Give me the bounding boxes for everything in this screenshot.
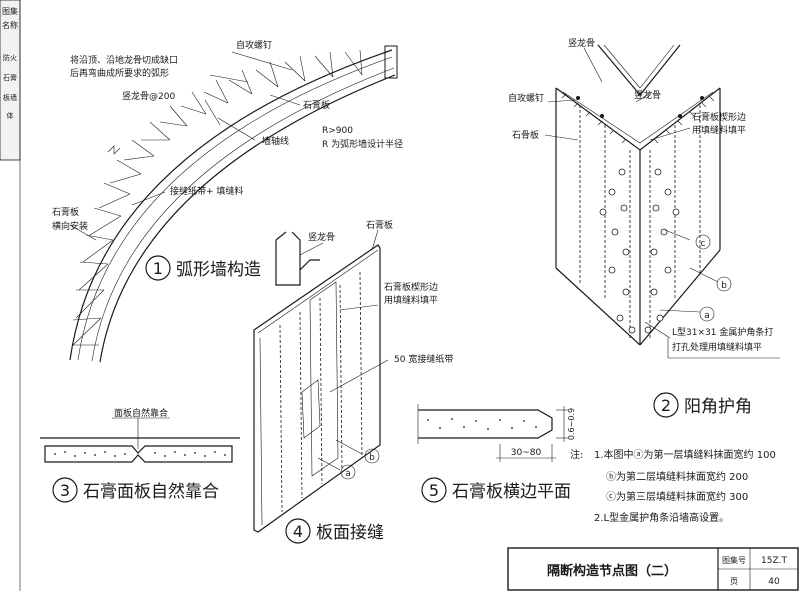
corner-board-hatch bbox=[561, 93, 715, 144]
fig5-title: 石膏板横边平面 bbox=[452, 481, 571, 502]
side-strip: 图集 名称 防火 石膏 板墙 体 bbox=[0, 0, 21, 591]
side-strip-line: 防火 bbox=[3, 53, 17, 62]
title-block-atlas-label: 图集号 bbox=[722, 555, 746, 565]
fig2-label-wedge-2: 用填缝料填平 bbox=[692, 124, 746, 136]
fig2-label-stud: 竖龙骨 bbox=[568, 37, 595, 49]
fig2-number: 2 bbox=[661, 396, 671, 415]
figure-4-leaders bbox=[299, 229, 389, 471]
fig1-label-board-h1: 石膏板 bbox=[52, 206, 79, 218]
fig2-label-corner-1: L型31×31 金属护角条打 bbox=[672, 326, 773, 338]
fig4-label-b: b bbox=[369, 453, 375, 463]
fig3-title: 石膏面板自然靠合 bbox=[83, 481, 219, 502]
fig1-label-axis: 墙轴线 bbox=[262, 135, 289, 147]
joint-stud bbox=[275, 240, 320, 286]
fig2-label-c: c bbox=[701, 239, 706, 249]
fig1-label-screw: 自攻螺钉 bbox=[236, 39, 272, 51]
figure-5-board-edge: 0.6~0.9 30~80 5 石膏板横边平面 bbox=[417, 404, 576, 503]
title-block: 隔断构造节点图（二） 图集号 15Z.T 页 40 bbox=[507, 547, 799, 591]
title-block-page-label: 页 bbox=[730, 577, 738, 586]
side-strip-line: 图集 bbox=[2, 6, 18, 16]
title-block-title: 隔断构造节点图（二） bbox=[547, 563, 677, 579]
fig5-dim-vertical: 0.6~0.9 bbox=[567, 408, 576, 440]
fig3-number: 3 bbox=[60, 481, 70, 500]
fig2-label-a: a bbox=[704, 311, 710, 321]
fig1-label-cut-1: 将沿顶、沿地龙骨切成缺口 bbox=[70, 54, 178, 66]
fig2-label-screw: 自攻螺钉 bbox=[508, 92, 544, 104]
fig4-label-board: 石膏板 bbox=[366, 219, 393, 231]
fig4-number: 4 bbox=[293, 522, 303, 541]
fig5-number: 5 bbox=[429, 481, 439, 500]
fig2-number-circle bbox=[653, 392, 679, 418]
fig1-label-joint: 接缝纸带+ 填缝料 bbox=[170, 185, 243, 197]
curved-wall-inner-edge bbox=[99, 74, 396, 363]
butt-joint-fill-dots bbox=[54, 451, 226, 457]
figure-3-natural-butt: 面板自然靠合 3 石膏面板自然靠合 bbox=[40, 407, 240, 503]
board-edge-profile bbox=[418, 409, 553, 439]
notes-line-4: 2.L型金属护角条沿墙高设置。 bbox=[594, 511, 729, 524]
side-strip-line: 石膏 bbox=[3, 73, 17, 82]
title-block-atlas-value: 15Z.T bbox=[761, 556, 787, 566]
fig1-label-r2: R 为弧形墙设计半径 bbox=[322, 138, 403, 150]
corner-stud-top bbox=[597, 44, 681, 96]
fig4-label-a: a bbox=[345, 469, 351, 479]
fig1-number: 1 bbox=[153, 259, 163, 278]
fig1-label-stud: 竖龙骨@200 bbox=[122, 90, 175, 102]
fig4-label-wedge-2: 用填缝料填平 bbox=[384, 294, 438, 306]
fig2-label-stud2: 竖龙骨 bbox=[634, 89, 661, 101]
butt-joint-boards bbox=[44, 445, 233, 463]
fig2-label-corner-2: 打孔处理用填缝料填平 bbox=[672, 341, 762, 353]
corner-bead-holes bbox=[599, 168, 680, 334]
fig2-label-wedge-1: 石膏板楔形边 bbox=[692, 111, 746, 123]
fig1-label-r1: R>900 bbox=[322, 126, 353, 136]
curved-wall-studs bbox=[72, 49, 363, 346]
notes: 注: 1.本图中ⓐ为第一层填缝料抹面宽约 100 ⓑ为第二层填缝料抹面宽约 20… bbox=[570, 448, 776, 524]
fig5-dim-horizontal: 30~80 bbox=[511, 448, 542, 458]
fig2-label-b: b bbox=[721, 281, 727, 291]
fig5-number-circle bbox=[421, 477, 447, 503]
notes-prefix: 注: bbox=[570, 448, 583, 461]
fig4-label-wedge-1: 石膏板楔形边 bbox=[384, 281, 438, 293]
figure-1-curved-wall: 将沿顶、沿地龙骨切成缺口 后再弯曲成所要求的弧形 竖龙骨@200 自攻螺钉 石膏… bbox=[52, 39, 403, 363]
side-strip-line: 板墙 bbox=[3, 93, 17, 102]
notes-line-1: 1.本图中ⓐ为第一层填缝料抹面宽约 100 bbox=[594, 448, 776, 461]
side-strip-line: 名称 bbox=[2, 20, 18, 30]
notes-line-3: ⓒ为第三层填缝料抹面宽约 300 bbox=[606, 490, 748, 503]
figure-1-leaders bbox=[69, 51, 301, 241]
side-strip-line: 体 bbox=[7, 111, 14, 120]
fig2-label-board: 石骨板 bbox=[512, 129, 539, 141]
figure-4-board-joint: 竖龙骨 石膏板 石膏板楔形边 用填缝料填平 50 宽接缝纸带 b a 4 板面接… bbox=[253, 219, 453, 544]
curved-wall-outer-edge bbox=[69, 49, 393, 361]
fig4-label-stud: 竖龙骨 bbox=[308, 231, 335, 243]
fig2-title: 阳角护角 bbox=[684, 397, 752, 417]
fig1-label-board-h2: 横向安装 bbox=[52, 220, 88, 232]
figure-2-outside-corner: 竖龙骨 自攻螺钉 竖龙骨 石骨板 石膏板楔形边 用填缝料填平 c b a L型3… bbox=[508, 37, 780, 418]
fig4-title: 板面接缝 bbox=[316, 523, 384, 543]
title-block-page-value: 40 bbox=[768, 577, 780, 587]
figure-2-leaders bbox=[544, 47, 719, 339]
fig1-title: 弧形墙构造 bbox=[176, 260, 261, 280]
fig3-number-circle bbox=[52, 477, 78, 503]
fig1-label-board: 石膏板 bbox=[303, 99, 330, 111]
notes-line-2: ⓑ为第二层填缝料抹面宽约 200 bbox=[606, 470, 748, 483]
fig1-number-circle bbox=[145, 255, 171, 281]
board-edge-dots bbox=[427, 418, 537, 430]
fig1-label-cut-2: 后再弯曲成所要求的弧形 bbox=[70, 67, 169, 79]
joint-board bbox=[253, 244, 381, 533]
fig4-number-circle bbox=[285, 518, 311, 544]
fig3-label: 面板自然靠合 bbox=[114, 407, 168, 419]
fig4-label-tape: 50 宽接缝纸带 bbox=[394, 353, 453, 365]
